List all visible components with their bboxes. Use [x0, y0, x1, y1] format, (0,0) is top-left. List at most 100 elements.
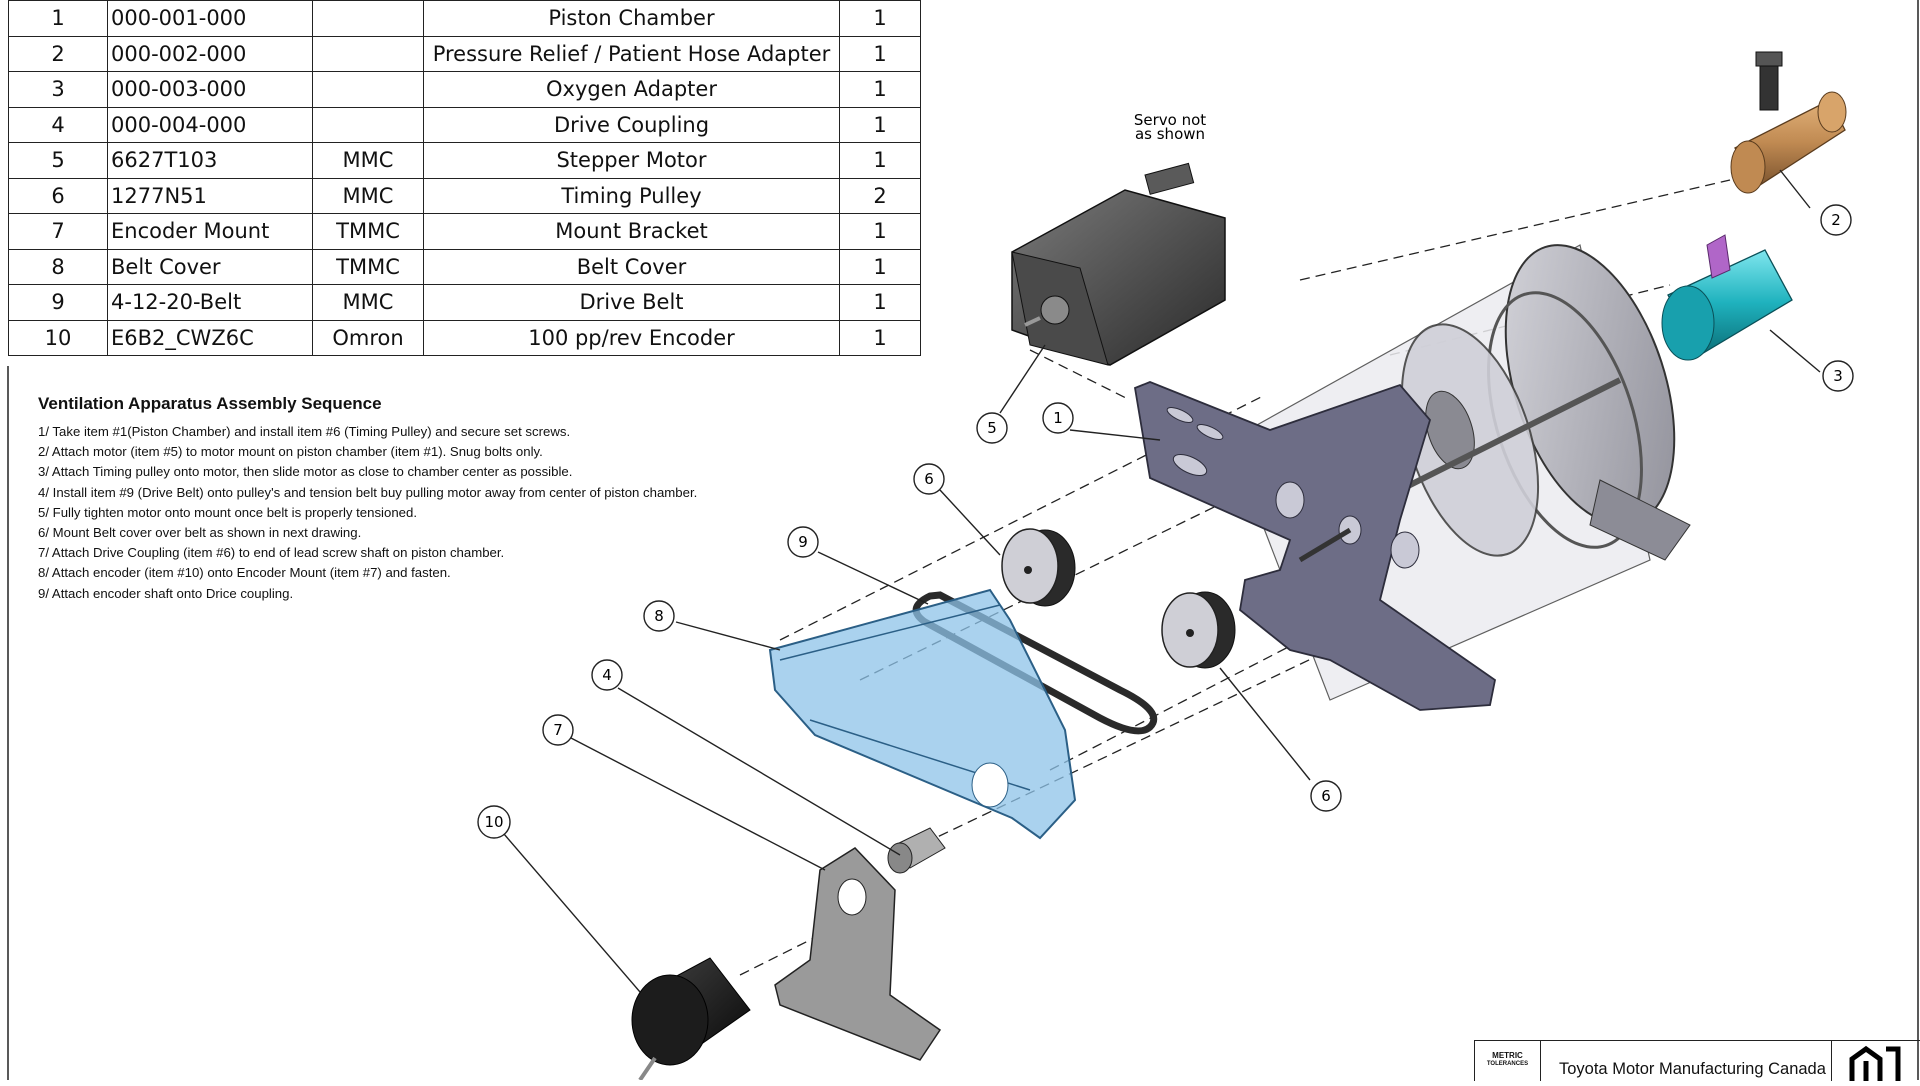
bom-part-number: 000-003-000	[107, 71, 313, 108]
bom-quantity: 1	[839, 248, 921, 285]
bom-part-number: 6627T103	[107, 142, 313, 179]
leader-line	[675, 621, 781, 651]
chamber-foot	[1589, 479, 1691, 561]
sequence-step: 7/ Attach Drive Coupling (item #6) to en…	[38, 545, 505, 561]
bom-quantity: 1	[839, 0, 921, 37]
bom-item-number: 1	[8, 0, 108, 37]
slot	[1166, 407, 1194, 423]
callout-6-lower: 6	[1310, 780, 1342, 812]
centerline	[1299, 179, 1731, 281]
title-block: METRIC TOLERANCES Toyota Motor Manufactu…	[1474, 1040, 1920, 1081]
sequence-step: 5/ Fully tighten motor onto mount once b…	[38, 504, 417, 520]
table-row: 5 6627T103 MMC Stepper Motor 1	[8, 142, 921, 179]
bore	[1390, 531, 1420, 569]
encoder-mount	[774, 847, 942, 1061]
bom-vendor: MMC	[312, 177, 424, 214]
balloon-number: 3	[1833, 367, 1843, 385]
bom-part-number: 000-001-000	[107, 0, 313, 37]
bom-item-number: 5	[8, 142, 108, 179]
bom-item-number: 6	[8, 177, 108, 214]
bom-item-number: 4	[8, 106, 108, 143]
table-row: 8 Belt Cover TMMC Belt Cover 1	[8, 248, 921, 285]
callout-9: 9	[787, 526, 819, 558]
bom-vendor: Omron	[312, 319, 424, 356]
bom-part-number: Encoder Mount	[107, 213, 313, 250]
callout-2: 2	[1820, 204, 1852, 236]
company-logo	[1831, 1041, 1920, 1081]
callout-5: 5	[976, 412, 1008, 444]
balloon-number: 8	[654, 607, 664, 625]
bom-part-number: 1277N51	[107, 177, 313, 214]
bom-vendor: TMMC	[312, 248, 424, 285]
sequence-step: 4/ Install item #9 (Drive Belt) onto pul…	[38, 484, 698, 500]
timing-pulley-lower	[1161, 591, 1236, 669]
table-row: 9 4-12-20-Belt MMC Drive Belt 1	[8, 284, 921, 321]
encoder-cable	[638, 1056, 657, 1080]
sequence-step: 9/ Attach encoder shaft onto Drice coupl…	[38, 585, 294, 601]
balloon-circle	[913, 463, 945, 495]
company-logo-icon	[1849, 1045, 1901, 1081]
bom-description: Timing Pulley	[423, 177, 840, 214]
centerline	[909, 649, 1331, 851]
leader-line	[503, 833, 641, 993]
balloon-callouts	[503, 169, 1821, 993]
drive-belt	[912, 591, 1158, 735]
bom-part-number: 4-12-20-Belt	[107, 284, 313, 321]
leader-line	[570, 737, 826, 871]
assembly-sequence: Ventilation Apparatus Assembly Sequence …	[38, 394, 697, 604]
belt-cover-bore	[971, 762, 1009, 808]
leader-line	[1769, 329, 1821, 373]
drive-coupling	[887, 827, 946, 874]
table-row: 3 000-003-000 Oxygen Adapter 1	[8, 71, 921, 108]
bom-item-number: 2	[8, 35, 108, 72]
callout-1: 1	[1042, 402, 1074, 434]
motor-mount-plate	[1133, 381, 1496, 711]
adapter-bore	[1730, 140, 1766, 194]
table-row: 4 000-004-000 Drive Coupling 1	[8, 106, 921, 143]
adapter-end	[1817, 91, 1847, 133]
encoder-face	[631, 974, 709, 1066]
relief-valve	[1759, 59, 1779, 111]
balloon-circle	[477, 805, 511, 839]
balloon-circle	[1820, 204, 1852, 236]
bom-vendor	[312, 106, 424, 143]
bom-quantity: 1	[839, 106, 921, 143]
bom-description: Stepper Motor	[423, 142, 840, 179]
bom-item-number: 10	[8, 319, 108, 356]
stepper-motor	[1011, 162, 1226, 366]
slot	[1172, 453, 1208, 477]
leader-line	[817, 551, 929, 605]
balloon-number: 6	[924, 470, 934, 488]
balloon-number: 5	[987, 419, 997, 437]
pulley-bore	[1186, 629, 1194, 637]
sequence-step: 1/ Take item #1(Piston Chamber) and inst…	[38, 424, 571, 439]
bore	[1275, 481, 1305, 519]
leader-line	[617, 687, 901, 856]
bom-quantity: 1	[839, 213, 921, 250]
bom-description: Oxygen Adapter	[423, 71, 840, 108]
balloon-circle	[787, 526, 819, 558]
sequence-step: 8/ Attach encoder (item #10) onto Encode…	[38, 565, 451, 581]
callout-10: 10	[477, 805, 511, 839]
plate-shaft	[1298, 527, 1352, 563]
company-name: Toyota Motor Manufacturing Canada	[1559, 1060, 1826, 1078]
oxygen-elbow-fitting	[1706, 234, 1731, 279]
servo-note-line2: as shown	[1135, 125, 1205, 143]
bom-item-number: 3	[8, 71, 108, 108]
tolerances-label: TOLERANCES	[1486, 1061, 1529, 1067]
balloon-circle	[1310, 780, 1342, 812]
balloon-number: 4	[602, 666, 612, 684]
bom-quantity: 1	[839, 35, 921, 72]
bom-description: Piston Chamber	[423, 0, 840, 37]
pulley-bore	[1024, 566, 1032, 574]
bom-description: Drive Coupling	[423, 106, 840, 143]
belt-cover-edge	[779, 604, 1001, 661]
balloon-circle	[542, 714, 574, 746]
callout-7: 7	[542, 714, 574, 746]
servo-note-line1: Servo not	[1134, 111, 1206, 129]
metric-label: METRIC	[1492, 1051, 1523, 1060]
callout-6-upper: 6	[913, 463, 945, 495]
bom-item-number: 7	[8, 213, 108, 250]
leader-line	[1219, 667, 1311, 781]
